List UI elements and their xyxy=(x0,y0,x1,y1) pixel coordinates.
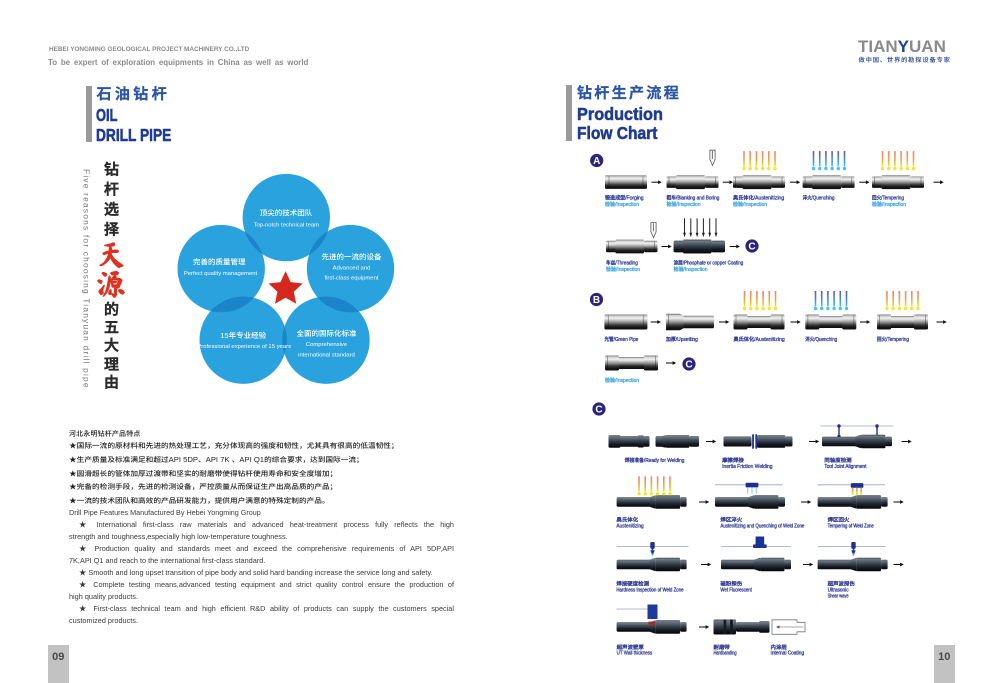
svg-text:Ultrasonic: Ultrasonic xyxy=(828,586,849,594)
svg-text:Hardbanding: Hardbanding xyxy=(714,649,737,657)
svg-text:车丝/Threading: 车丝/Threading xyxy=(606,259,638,267)
svg-text:淬火/Quenching: 淬火/Quenching xyxy=(803,194,835,202)
svg-text:顶尖的技术团队: 顶尖的技术团队 xyxy=(260,208,313,219)
svg-text:C: C xyxy=(595,405,602,416)
svg-text:摩擦焊接: 摩擦焊接 xyxy=(722,456,744,464)
svg-text:Hardness Inspection of Weld Zo: Hardness Inspection of Weld Zone xyxy=(616,586,683,594)
svg-text:检验/Inspection: 检验/Inspection xyxy=(606,265,640,273)
svg-text:超声波壁厚: 超声波壁厚 xyxy=(617,643,645,651)
svg-text:B: B xyxy=(593,295,600,306)
svg-text:Tool Joint Alignment: Tool Joint Alignment xyxy=(824,462,866,470)
svg-text:UT Wall thickness: UT Wall thickness xyxy=(617,649,653,657)
svg-text:检验/Inspection: 检验/Inspection xyxy=(605,376,639,384)
svg-text:first-class equipment: first-class equipment xyxy=(324,273,378,282)
svg-text:Shear wave: Shear wave xyxy=(828,592,849,600)
svg-text:Austenitizing: Austenitizing xyxy=(616,522,643,530)
svg-text:回火/Tempering: 回火/Tempering xyxy=(877,335,909,343)
svg-text:Internal Coating: Internal Coating xyxy=(771,649,805,657)
svg-text:Tempering of Weld Zone: Tempering of Weld Zone xyxy=(828,522,874,530)
svg-text:Top-notch technical team: Top-notch technical team xyxy=(254,220,320,229)
svg-text:内涂层: 内涂层 xyxy=(771,643,788,651)
svg-text:Professional experience of 15: Professional experience of 15 years xyxy=(197,341,291,350)
svg-text:C: C xyxy=(748,242,755,253)
svg-text:Comprehensive: Comprehensive xyxy=(306,339,348,348)
svg-text:A: A xyxy=(593,156,600,167)
svg-text:Advanced and: Advanced and xyxy=(333,262,371,271)
svg-text:检验/Inspection: 检验/Inspection xyxy=(872,200,906,208)
svg-text:奥氏体化: 奥氏体化 xyxy=(616,516,638,524)
svg-text:C: C xyxy=(685,360,692,371)
svg-text:淬火/Quenching: 淬火/Quenching xyxy=(805,335,837,343)
svg-text:光管/Green Pipe: 光管/Green Pipe xyxy=(604,335,638,343)
svg-text:奥氏体化/Austenitizing: 奥氏体化/Austenitizing xyxy=(734,335,785,343)
svg-text:同轴度检测: 同轴度检测 xyxy=(824,456,852,464)
svg-text:检验/Inspection: 检验/Inspection xyxy=(674,265,708,273)
svg-text:Wet Fluorescent: Wet Fluorescent xyxy=(720,586,752,594)
svg-text:耐磨带: 耐磨带 xyxy=(714,643,731,651)
svg-text:Inertia Friction Welding: Inertia Friction Welding xyxy=(722,462,772,470)
svg-text:完善的质量管理: 完善的质量管理 xyxy=(193,256,246,267)
svg-text:超声波探伤: 超声波探伤 xyxy=(828,580,855,588)
svg-text:锻造成型/Forging: 锻造成型/Forging xyxy=(605,194,644,202)
svg-text:检验/Inspection: 检验/Inspection xyxy=(667,200,701,208)
svg-text:焊区淬火: 焊区淬火 xyxy=(720,516,742,524)
svg-text:international standard: international standard xyxy=(298,349,355,358)
svg-text:焊接硬度检测: 焊接硬度检测 xyxy=(616,580,649,588)
svg-text:粗车/Blanking and Boring: 粗车/Blanking and Boring xyxy=(667,194,720,202)
svg-text:15年专业经验: 15年专业经验 xyxy=(220,330,266,341)
svg-text:Perfect quality management: Perfect quality management xyxy=(184,268,258,277)
svg-text:Austenitizing and Quenching of: Austenitizing and Quenching of Weld Zone xyxy=(720,522,804,530)
svg-text:先进的一流的设备: 先进的一流的设备 xyxy=(322,252,382,263)
svg-text:全面的国际化标准: 全面的国际化标准 xyxy=(297,328,357,339)
svg-text:检验/Inspection: 检验/Inspection xyxy=(605,200,639,208)
svg-text:回火/Tempering: 回火/Tempering xyxy=(872,194,904,202)
svg-text:磁粉探伤: 磁粉探伤 xyxy=(720,580,742,588)
svg-text:涂层/Phosphate or copper Coating: 涂层/Phosphate or copper Coating xyxy=(674,259,744,267)
svg-text:检验/Inspection: 检验/Inspection xyxy=(733,200,767,208)
svg-text:奥氏体化/Austenitizing: 奥氏体化/Austenitizing xyxy=(733,194,784,202)
svg-text:焊接准备/Ready for Welding: 焊接准备/Ready for Welding xyxy=(625,456,685,464)
svg-text:加厚/Upsetting: 加厚/Upsetting xyxy=(666,335,698,343)
svg-text:焊区回火: 焊区回火 xyxy=(828,516,850,524)
